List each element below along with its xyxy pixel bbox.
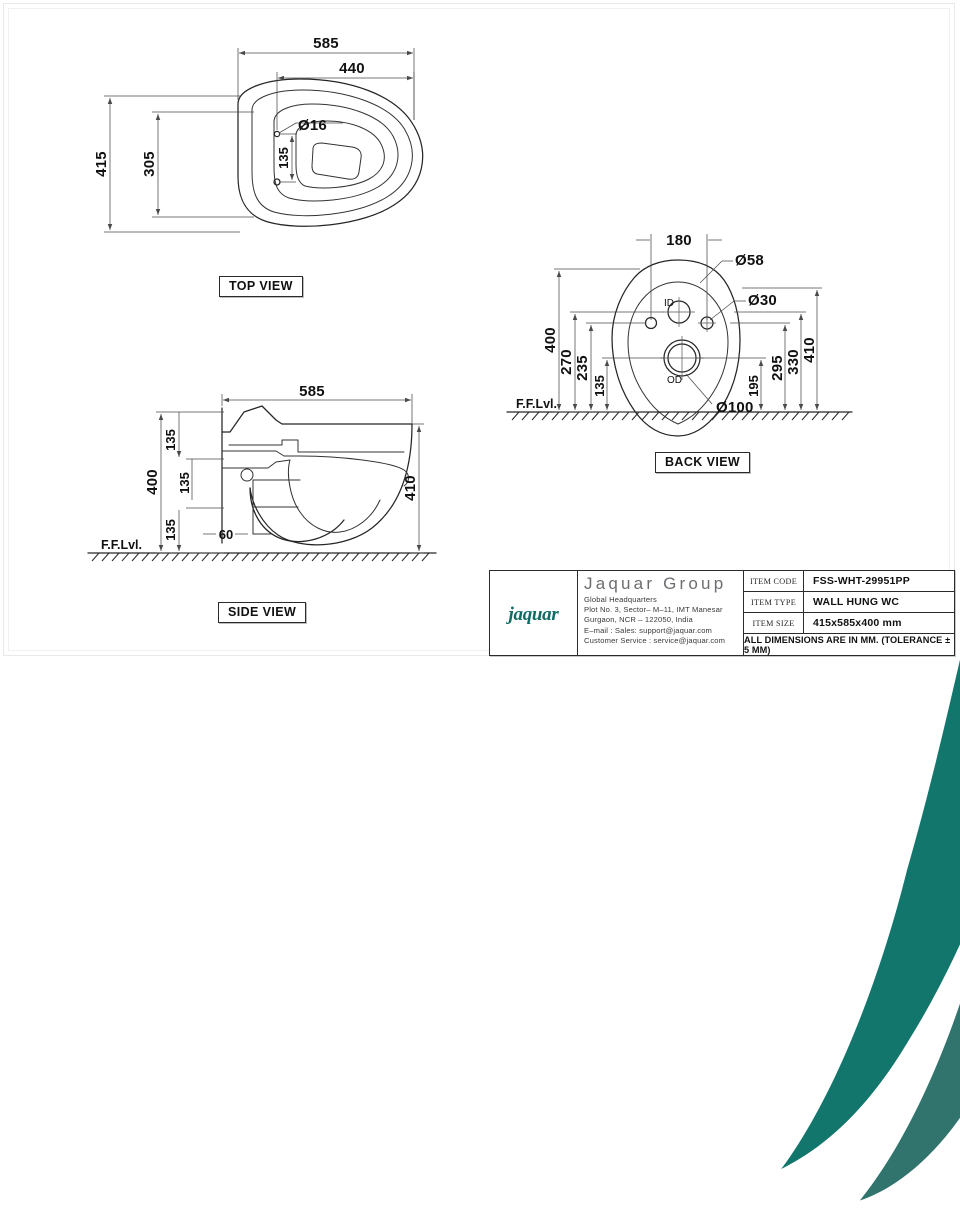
address-line-3: Gurgaon, NCR – 122050, India (584, 615, 693, 625)
item-size-key: ITEM SIZE (744, 613, 804, 633)
item-type-key: ITEM TYPE (744, 592, 804, 612)
dim-back-270: 270 (558, 349, 575, 375)
dim-top-415: 415 (93, 151, 110, 177)
dim-side-400: 400 (144, 469, 161, 495)
dim-top-135: 135 (276, 147, 291, 169)
dim-side-135-a: 135 (163, 429, 178, 451)
back-view-id-label: ID (664, 298, 674, 309)
top-view-geometry (237, 78, 424, 227)
back-view-label: BACK VIEW (655, 452, 751, 473)
address-line-4: E–mail : Sales: support@jaquar.com (584, 625, 713, 635)
address-line-2: Plot No. 3, Sector– M–11, IMT Manesar (584, 605, 723, 615)
dim-side-135-c: 135 (163, 519, 178, 541)
dim-back-330: 330 (785, 349, 802, 375)
dim-top-305: 305 (141, 151, 158, 177)
company-name: Jaquar Group (584, 574, 727, 593)
dim-back-235: 235 (574, 355, 591, 381)
dim-back-295: 295 (769, 355, 786, 381)
brand-wordmark: jaquar (508, 604, 559, 625)
dim-back-400: 400 (542, 327, 559, 353)
dim-back-180: 180 (666, 232, 692, 249)
dim-back-195: 195 (746, 375, 761, 397)
dim-top-dia16: Ø16 (298, 117, 327, 134)
dim-top-440: 440 (339, 60, 365, 77)
back-view-od-label: OD (667, 375, 682, 386)
side-view-floor-label: F.F.Lvl. (101, 538, 142, 552)
dim-back-dia100: Ø100 (716, 399, 754, 416)
address-line-5: Customer Service : service@jaquar.com (584, 635, 726, 645)
tolerance-note: ALL DIMENSIONS ARE IN MM. (TOLERANCE ± 5… (744, 634, 951, 655)
dim-back-dia30: Ø30 (748, 292, 777, 309)
item-spec-table: ITEM CODE FSS-WHT-29951PP ITEM TYPE WALL… (744, 571, 954, 655)
jaquar-swoosh-icon (781, 659, 960, 1201)
dim-back-410: 410 (801, 337, 818, 363)
side-view-ground: F.F.Lvl. (87, 538, 437, 562)
drawing-sheet: 585 440 415 305 135 Ø16 (3, 3, 960, 1201)
top-view-label: TOP VIEW (219, 276, 303, 297)
top-view-dimensions: 585 440 415 305 135 Ø16 (93, 35, 415, 233)
item-code-key: ITEM CODE (744, 571, 804, 591)
table-row: ITEM TYPE WALL HUNG WC (744, 592, 954, 613)
item-size-value: 415x585x400 mm (813, 617, 902, 629)
side-view-label: SIDE VIEW (218, 602, 307, 623)
side-view-dimensions: 585 400 410 135 135 135 6 (144, 383, 424, 554)
item-code-value: FSS-WHT-29951PP (813, 575, 910, 587)
dim-side-60: 60 (219, 527, 233, 542)
back-view-dimensions: 180 Ø58 Ø30 Ø100 400 270 235 (542, 232, 822, 416)
dim-side-410: 410 (402, 475, 419, 501)
item-type-value: WALL HUNG WC (813, 596, 900, 608)
side-view-geometry (221, 405, 413, 546)
sheet-border-outer (3, 3, 955, 656)
technical-drawing-canvas: 585 440 415 305 135 Ø16 (87, 35, 853, 562)
dim-side-585: 585 (299, 383, 325, 400)
dim-side-135-b: 135 (177, 472, 192, 494)
company-address-block: Jaquar Group Global Headquarters Plot No… (578, 571, 744, 655)
brand-logo: jaquar (490, 571, 960, 1201)
dim-top-585: 585 (313, 35, 339, 52)
title-block: jaquar Jaquar Group Global Headquarters … (489, 570, 960, 1201)
dim-back-135: 135 (592, 375, 607, 397)
sheet-border-inner (8, 8, 950, 651)
back-view-floor-label: F.F.Lvl. (516, 397, 557, 411)
address-line-1: Global Headquarters (584, 595, 657, 604)
table-row: ITEM CODE FSS-WHT-29951PP (744, 571, 954, 592)
table-row: ITEM SIZE 415x585x400 mm (744, 613, 954, 634)
dim-back-dia58: Ø58 (735, 252, 764, 269)
